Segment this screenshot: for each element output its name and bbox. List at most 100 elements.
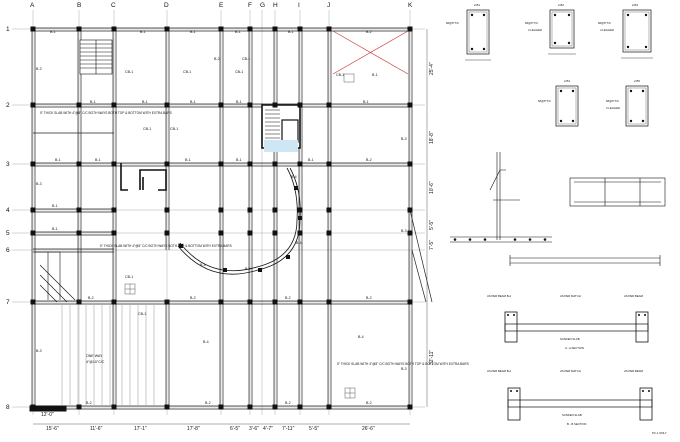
dim-value: 5'-5" <box>429 220 435 230</box>
grid-row-2: 2 <box>6 102 10 109</box>
dim-value: 6'-5" <box>230 426 240 432</box>
column <box>297 207 303 213</box>
beam-label: B-1 <box>142 100 148 104</box>
grid-col-e: E <box>219 2 224 9</box>
column <box>272 230 278 236</box>
dim-value: 4'-7" <box>263 426 273 432</box>
beam-label: CB-1 <box>183 70 191 74</box>
beam-label: B-1 <box>140 30 146 34</box>
beam-label: B-4 <box>200 263 206 267</box>
column <box>76 299 82 305</box>
beam-label: B-4 <box>358 335 364 339</box>
beam-label: CB-1 <box>125 275 133 279</box>
beam-label: B-2 <box>366 30 372 34</box>
plan-area: A B C D E F G H I J K 1 2 3 4 5 6 7 8 <box>6 2 433 415</box>
beam-labels: B-1 B-1 B-1 B-1 B-1 B-2 CB-1 CB-1 CB-1 C… <box>36 30 407 405</box>
bar-spec: 6#@6"T/C <box>606 99 619 103</box>
beam-label: B-1 <box>95 158 101 162</box>
column <box>164 26 170 32</box>
dim-value: 7'-5" <box>429 240 435 250</box>
beam-section-2: 2-B2 6#@6"T/C 4 LEGGED <box>525 3 576 55</box>
column <box>247 299 253 305</box>
beam-label: B-3 <box>36 349 42 353</box>
column <box>326 230 332 236</box>
grid-col-c: C <box>111 2 116 9</box>
column <box>326 299 332 305</box>
ties-spec: 4 LEGGED <box>606 106 620 110</box>
wall-outlines <box>120 163 167 191</box>
as-per-match-label: AS PER MATCH <box>560 369 581 373</box>
column <box>111 404 117 410</box>
slab-note: 5" THICK SLAB WITH 4"@8" C/C BOTH WAYS B… <box>337 362 469 366</box>
one-way-slab-hatch <box>61 305 155 405</box>
beam-label: CB-1 <box>143 127 151 131</box>
bar-spec: 6#@6"T/C <box>525 21 538 25</box>
column <box>407 26 413 32</box>
slab-note: 5" THICK SLAB WITH 4"@8" C/C BOTH WAYS B… <box>100 244 232 248</box>
grid-col-g: G <box>260 2 265 9</box>
curved-beam <box>177 167 301 275</box>
as-per-beam-label: AS PER BEAM <box>624 369 644 373</box>
column <box>30 299 36 305</box>
columns <box>30 26 413 410</box>
section-title: 2-B2 <box>558 3 564 7</box>
beam-label: B-4 <box>291 175 297 179</box>
beam-label: B-4 <box>296 241 302 245</box>
beam-lines <box>31 27 433 410</box>
beam-label: B-1 <box>50 30 56 34</box>
column <box>218 404 224 410</box>
beam-label: B-4 <box>245 267 251 271</box>
sunken-slab-label: SUNKEN SLAB <box>560 337 580 341</box>
column <box>326 26 332 32</box>
column <box>164 230 170 236</box>
column <box>30 161 36 167</box>
dim-value: 7'-11" <box>282 426 295 432</box>
beam-label: B-1 <box>308 158 314 162</box>
dim-value: 15'-6" <box>46 426 59 432</box>
column <box>76 404 82 410</box>
column <box>272 161 278 167</box>
grid-col-d: D <box>164 2 169 9</box>
grid-col-b: B <box>77 2 81 9</box>
beam-label: B-3 <box>401 229 407 233</box>
column <box>407 161 413 167</box>
grid-row-5: 5 <box>6 230 10 237</box>
section-caption: B - B SECTION <box>567 422 586 426</box>
dim-value: 10'-6" <box>429 181 435 194</box>
one-way-slab-sub: 4"@10"C/C <box>86 360 105 364</box>
beam-label: B-2 <box>86 401 92 405</box>
beam-label: B-3 <box>401 367 407 371</box>
column <box>164 207 170 213</box>
column <box>218 161 224 167</box>
column <box>247 102 253 108</box>
column <box>30 26 36 32</box>
grid-bubbles-top: A B C D E F G H I J K <box>30 2 413 9</box>
column <box>297 102 303 108</box>
dim-value: 18'-8" <box>429 131 435 144</box>
bar-spec: 6#@6"T/C <box>598 21 611 25</box>
column <box>294 186 298 190</box>
column <box>164 404 170 410</box>
plan-notes: 5" THICK SLAB WITH 4"@8" C/C BOTH WAYS B… <box>40 111 469 366</box>
beam-label: CB-1 <box>235 70 243 74</box>
as-per-beam-label: AS PER BEAM B-2 <box>487 294 512 298</box>
column <box>164 161 170 167</box>
column <box>76 26 82 32</box>
column <box>223 268 227 272</box>
column <box>407 207 413 213</box>
column <box>164 102 170 108</box>
column <box>111 102 117 108</box>
column <box>272 102 278 108</box>
staircase-top <box>79 39 113 75</box>
section-title: 2-B4 <box>564 79 570 83</box>
column <box>30 102 36 108</box>
column <box>111 299 117 305</box>
column <box>272 207 278 213</box>
beam-label: B-1 <box>190 100 196 104</box>
column <box>179 244 183 248</box>
as-per-match-label: AS PER MATCH <box>560 294 581 298</box>
column <box>247 26 253 32</box>
column <box>111 26 117 32</box>
bar-spec: 6#@6"T/C <box>446 21 459 25</box>
